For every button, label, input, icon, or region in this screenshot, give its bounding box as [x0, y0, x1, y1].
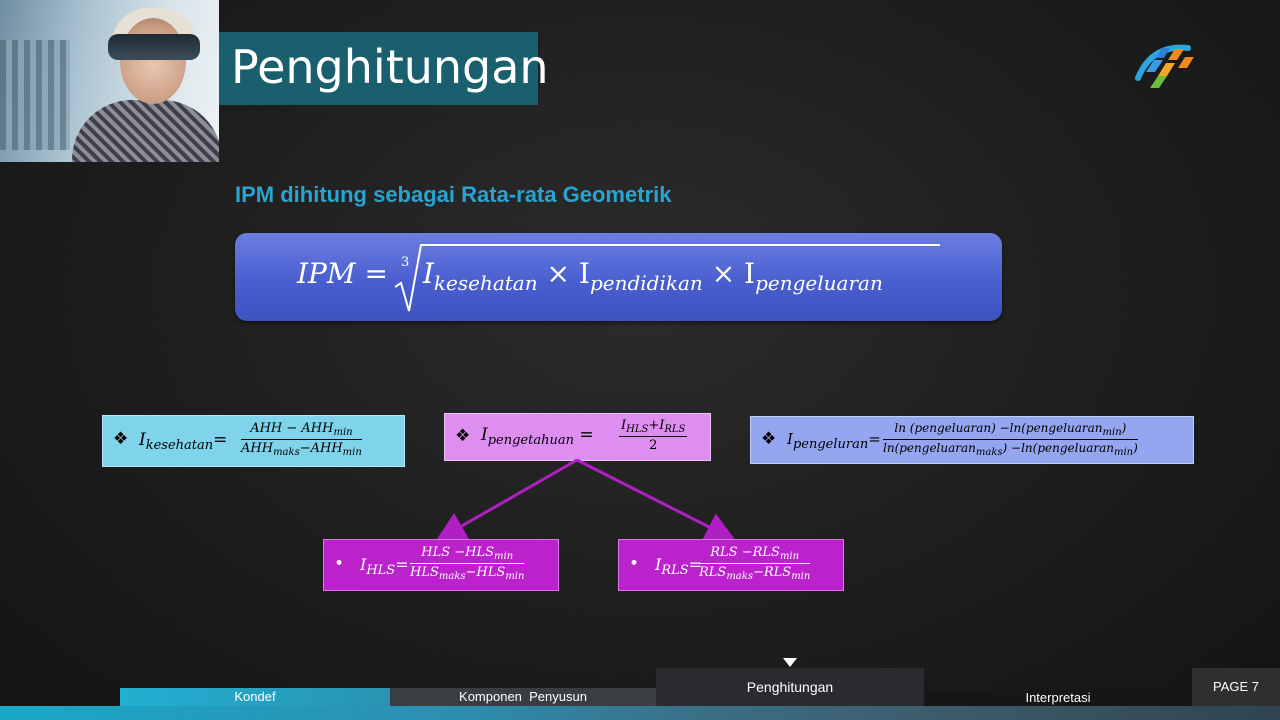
lhs-hls: IHLS=: [360, 555, 409, 578]
lhs-pengetahuan: Ipengetahuan =: [481, 425, 594, 448]
nav-item-kondef[interactable]: Kondef: [120, 688, 390, 706]
radicand-times-i3: × I: [711, 257, 756, 290]
bps-logo-icon: [1135, 44, 1194, 88]
lhs-pengeluaran: Ipengeluran=: [787, 430, 881, 452]
lhs-rls: IRLS=: [655, 555, 703, 578]
nav-item-komponen-penyusun[interactable]: Komponen Penyusun: [390, 688, 656, 706]
radicand-i1: I: [422, 257, 434, 290]
diamond-bullet-icon: ❖: [455, 426, 471, 446]
formula-box-pengetahuan: ❖ Ipengetahuan = IHLS+IRLS 2: [444, 413, 711, 461]
ipm-main-formula: 3 IPM = Ikesehatan × Ipendidikan × Ipeng…: [235, 233, 1002, 321]
arrow-to-hls: [435, 458, 578, 541]
bullet-icon: •: [629, 554, 640, 574]
nav-item-interpretasi[interactable]: Interpretasi: [924, 690, 1192, 706]
root-index: 3: [401, 255, 410, 270]
active-nav-marker-icon: [783, 658, 797, 667]
fraction-kesehatan: AHH − AHHmin AHHmaks−AHHmin: [241, 421, 362, 458]
nav-item-penghitungan[interactable]: Penghitungan: [656, 668, 924, 706]
fraction-rls: RLS −RLSmin RLSmaks−RLSmin: [699, 545, 811, 582]
formula-box-rls: • IRLS= RLS −RLSmin RLSmaks−RLSmin: [618, 539, 844, 591]
radicand-sub-pengeluaran: pengeluaran: [755, 271, 883, 295]
page-number: PAGE 7: [1192, 668, 1280, 706]
formula-box-hls: • IHLS= HLS −HLSmin HLSmaks−HLSmin: [323, 539, 559, 591]
cube-root-icon: [395, 244, 940, 312]
fraction-hls: HLS −HLSmin HLSmaks−HLSmin: [410, 545, 525, 582]
radicand-times-i2: × I: [546, 257, 590, 290]
formula-box-pengeluaran: ❖ Ipengeluran= ln (pengeluaran) −ln(peng…: [750, 416, 1194, 464]
fraction-pengeluaran: ln (pengeluaran) −ln(pengeluaranmin) ln(…: [883, 421, 1138, 458]
radicand-sub-pendidikan: pendidikan: [589, 271, 703, 295]
slide-title-box: Penghitungan: [219, 32, 549, 105]
diamond-bullet-icon: ❖: [113, 429, 129, 449]
diamond-bullet-icon: ❖: [761, 429, 777, 449]
slide-subtitle: IPM dihitung sebagai Rata-rata Geometrik: [235, 182, 672, 207]
ipm-lhs: IPM =: [297, 257, 388, 290]
nav-color-strip: [0, 706, 1280, 720]
arrow-to-rls: [576, 458, 736, 541]
lhs-kesehatan: Ikesehatan=: [139, 430, 228, 453]
radicand-sub-kesehatan: kesehatan: [433, 271, 538, 295]
ipm-formula-text: IPM = Ikesehatan × Ipendidikan × Ipengel…: [297, 257, 883, 295]
bullet-icon: •: [334, 554, 345, 574]
fraction-pengetahuan: IHLS+IRLS 2: [619, 418, 688, 453]
slide-title: Penghitungan: [231, 40, 549, 94]
formula-box-kesehatan: ❖ Ikesehatan= AHH − AHHmin AHHmaks−AHHmi…: [102, 415, 405, 467]
header-photo: [0, 0, 219, 162]
